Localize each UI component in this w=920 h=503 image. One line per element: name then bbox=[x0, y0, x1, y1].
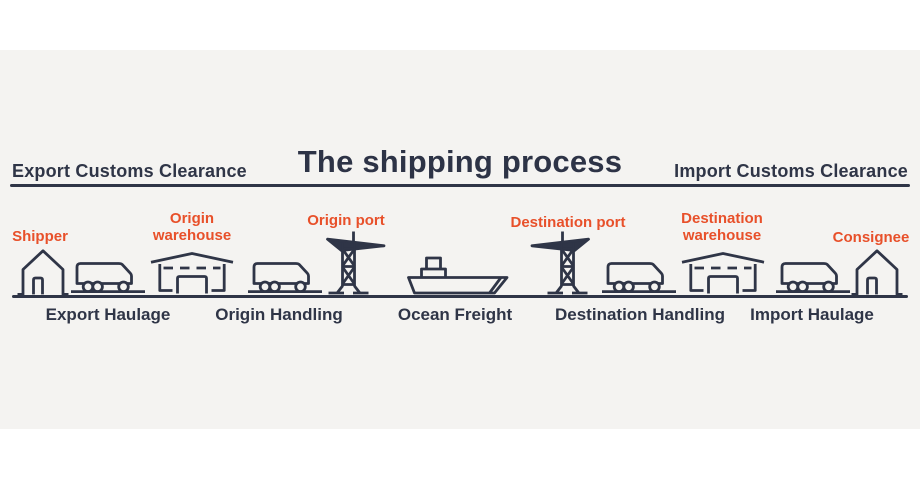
import-customs-clearance-label: Import Customs Clearance bbox=[674, 161, 908, 181]
destination-port-crane-icon bbox=[530, 230, 590, 295]
export-haulage-truck-icon bbox=[69, 262, 147, 294]
destination-warehouse-label: Destination warehouse bbox=[681, 210, 763, 244]
diagram-canvas bbox=[0, 50, 920, 429]
ocean-freight-label: Ocean Freight bbox=[397, 305, 513, 324]
origin-warehouse-label: Origin warehouse bbox=[152, 210, 232, 244]
destination-warehouse-icon bbox=[680, 252, 766, 295]
destination-handling-label: Destination Handling bbox=[555, 305, 725, 324]
destination-handling-truck-icon bbox=[600, 262, 678, 294]
page-title: The shipping process bbox=[297, 144, 623, 179]
destination-port-label: Destination port bbox=[510, 214, 626, 231]
consignee-label: Consignee bbox=[832, 229, 910, 246]
origin-handling-truck-icon bbox=[246, 262, 324, 294]
origin-handling-label: Origin Handling bbox=[215, 305, 343, 324]
origin-port-crane-icon bbox=[326, 230, 386, 295]
import-haulage-truck-icon bbox=[774, 262, 852, 294]
import-haulage-label: Import Haulage bbox=[750, 305, 874, 324]
origin-port-label: Origin port bbox=[307, 212, 385, 229]
shipper-house-icon bbox=[16, 249, 70, 296]
baseline-ground-line bbox=[12, 295, 908, 298]
export-customs-clearance-label: Export Customs Clearance bbox=[12, 161, 247, 181]
header-divider-line bbox=[10, 184, 910, 187]
origin-warehouse-icon bbox=[149, 252, 235, 295]
export-haulage-label: Export Haulage bbox=[45, 305, 171, 324]
consignee-house-icon bbox=[850, 249, 904, 296]
shipper-label: Shipper bbox=[12, 228, 68, 245]
ocean-freight-ship-icon bbox=[407, 256, 509, 295]
